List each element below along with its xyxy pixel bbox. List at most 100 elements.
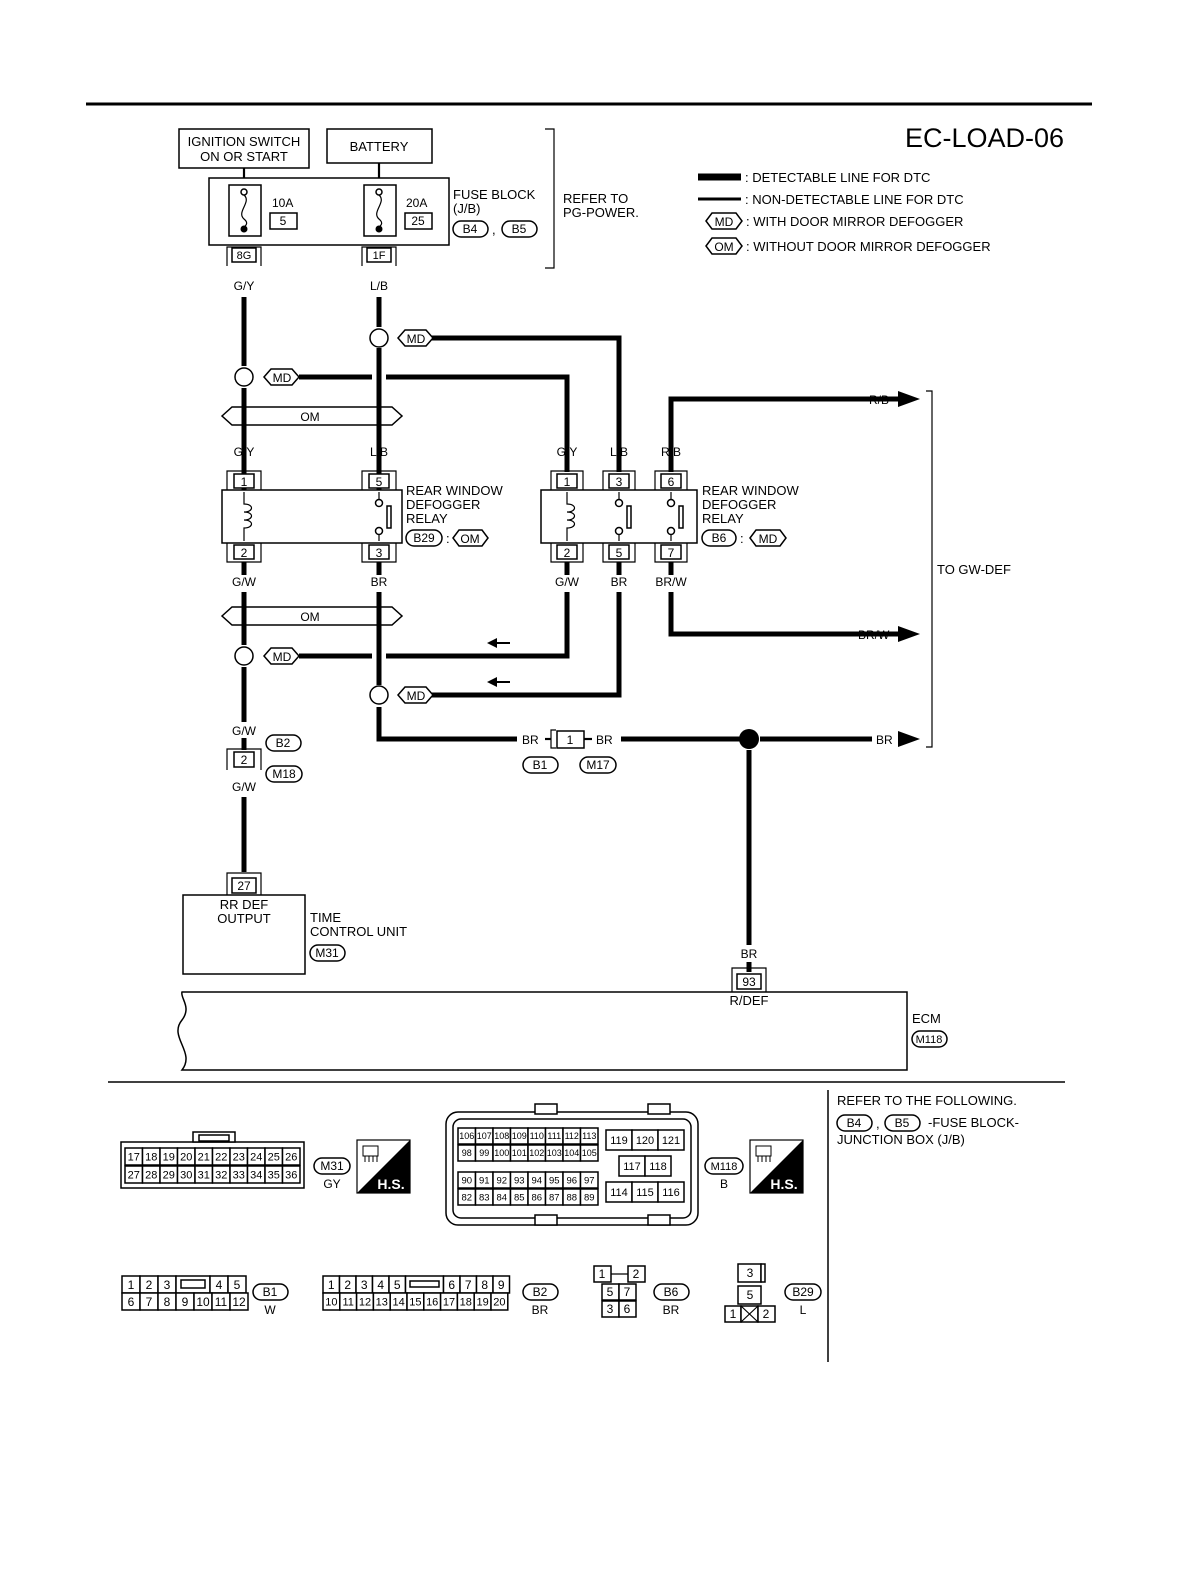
m118-id: M118 [711, 1161, 738, 1173]
tcu-pin-box [231, 877, 257, 894]
relay-b-conn: B6 [712, 531, 727, 545]
b2-pin-label: 19 [476, 1296, 488, 1308]
b2-pin-label: 3 [361, 1278, 368, 1292]
b2-pin-label: 7 [465, 1278, 472, 1292]
fuse-20a-top-node [375, 188, 383, 196]
b29-pin-3-tab [760, 1263, 766, 1283]
fuse-block-label2: (J/B) [453, 201, 480, 216]
relay-b-t7: 7 [668, 546, 675, 560]
hs-badge-2-icon [755, 1145, 772, 1162]
m118-pin-label: 86 [531, 1192, 542, 1203]
tcu-conn-shape [309, 944, 346, 962]
m31-pin-label: 21 [198, 1151, 210, 1163]
b1-pin-label: 11 [215, 1295, 228, 1309]
b1-id: B1 [263, 1285, 278, 1299]
joint-b2-shape [265, 734, 302, 752]
b6-pin-3-label: 3 [607, 1302, 614, 1316]
joint-wire-gw-top: G/W [232, 724, 257, 738]
relay-b-label3: RELAY [702, 511, 744, 526]
wire-br-label-a: BR [371, 575, 388, 589]
ecm-wire-br: BR [741, 947, 758, 961]
b29-blank-x2 [740, 1305, 759, 1323]
brj-pin: 1 [567, 733, 574, 747]
b1-pin-label: 9 [182, 1295, 189, 1309]
relay-b-contact-a-top [614, 498, 624, 508]
relay-b-contact-b-bot [666, 526, 676, 536]
b2-pin-label: 20 [493, 1296, 505, 1308]
wire-brw [668, 592, 898, 637]
m118-id-shape [704, 1157, 744, 1175]
relay-b-colon: : [740, 531, 744, 546]
m118-pin-label: 89 [584, 1192, 595, 1203]
ecm-pin-box [736, 973, 762, 990]
m118-pin-97 [579, 1171, 599, 1189]
to-gw-def: TO GW-DEF [937, 562, 1011, 577]
m118-pin-label: 114 [610, 1187, 628, 1199]
b29-pin-1-label: 1 [730, 1307, 737, 1321]
md-tags: MD MD MD MD [234, 328, 510, 705]
b2-pin-label: 6 [448, 1278, 455, 1292]
m118-pin-label: 109 [512, 1131, 527, 1141]
relay-b-label2: DEFOGGER [702, 497, 776, 512]
b29-pin-3-label: 3 [747, 1266, 754, 1280]
m31-pin-label: 34 [250, 1169, 262, 1181]
diagram-title: EC-LOAD-06 [905, 123, 1064, 153]
ignition-switch-line1: IGNITION SWITCH [188, 134, 301, 149]
power-sources: IGNITION SWITCH ON OR START BATTERY 10A … [178, 128, 639, 293]
m118-pin-label: 113 [582, 1131, 596, 1141]
b2-pin-label: 17 [443, 1296, 455, 1308]
joint-bracket [226, 748, 262, 770]
relay-b-switch-b [678, 505, 684, 529]
b2-pin-label: 2 [344, 1278, 351, 1292]
joint-m18: M18 [272, 767, 296, 781]
relay-b-coil [566, 492, 576, 541]
fb-conn2: B5 [512, 222, 527, 236]
md-tag-lb-shape [397, 329, 434, 347]
m118-pin-label: 87 [549, 1192, 560, 1203]
wire-gw-right [386, 592, 570, 659]
m118-pin-label: 105 [582, 1148, 597, 1158]
splice-br [739, 729, 759, 749]
md-tag-gw: MD [273, 650, 292, 664]
m31-pin-26 [281, 1147, 301, 1166]
connector-b6: 1 2 5 7 3 6 B6 BR [593, 1265, 690, 1318]
b6-color: BR [663, 1303, 680, 1317]
m118-pin-label: 107 [477, 1131, 492, 1141]
joint-pin-box [233, 751, 255, 768]
md-tag-gw-shape [263, 647, 300, 665]
m31-pin-label: 36 [285, 1169, 297, 1181]
flow-arrow-gw [487, 638, 510, 648]
relay-a-label3: RELAY [406, 511, 448, 526]
wire-lb-top: L/B [370, 279, 388, 293]
b2-lock-inner [409, 1280, 440, 1288]
b1-pin-label: 6 [128, 1295, 135, 1309]
wire-br-right [432, 592, 622, 698]
gw-def-outputs: R/B BR/W BR TO GW-DEF [858, 390, 1011, 748]
m118-pin-label: 91 [479, 1175, 490, 1186]
hs-badge-1: H.S. [356, 1139, 411, 1194]
battery-label: BATTERY [350, 139, 409, 154]
fuse-10a-top-node [240, 188, 248, 196]
b6-pin-5-label: 5 [607, 1285, 614, 1299]
ecm-body [177, 991, 908, 1071]
md-tag-gy: MD [273, 371, 292, 385]
b2-pin-label: 4 [377, 1278, 384, 1292]
open-node-br [369, 685, 389, 705]
relay-a-coil [243, 492, 253, 541]
open-node-gw [234, 646, 254, 666]
om-bar-bottom-label: OM [300, 610, 319, 624]
md-tag-lb: MD [407, 332, 426, 346]
wire-gy-top: G/Y [234, 279, 255, 293]
relay-b-t3-box [608, 473, 630, 489]
fuse-10a-num-box [269, 212, 298, 230]
m118-pin-118 [644, 1155, 672, 1177]
md-tag-br-shape [397, 686, 434, 704]
joint-m18-shape [265, 765, 303, 783]
b6-id: B6 [664, 1285, 679, 1299]
m31-pin-label: 26 [285, 1151, 297, 1163]
refer-following-line1: REFER TO THE FOLLOWING. [837, 1093, 1017, 1108]
relay-a: 1 5 2 3 REAR WINDOW DEFOGGER RELAY B29 :… [221, 440, 504, 575]
m118-pin-label: 88 [566, 1192, 577, 1203]
